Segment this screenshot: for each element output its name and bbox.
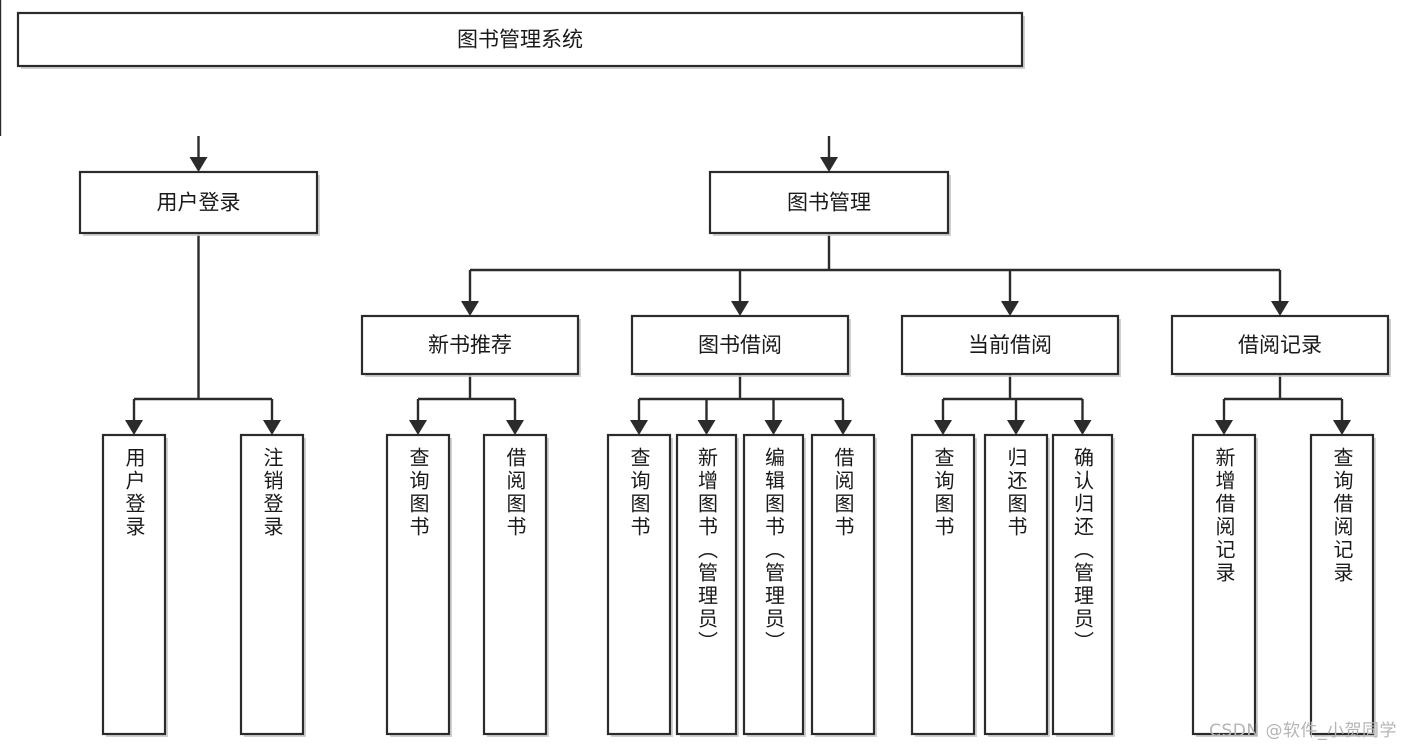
node-box-leaf-logout[interactable] xyxy=(239,433,305,736)
node-box-leaf-edit-book[interactable] xyxy=(742,433,805,736)
book-manage-arrow-2 xyxy=(1001,301,1019,316)
new-book-recommend-arrow-1 xyxy=(506,420,524,435)
current-borrow-arrow-1 xyxy=(1007,420,1025,435)
node-box-leaf-add-book[interactable] xyxy=(675,433,738,736)
node-box-leaf-confirm-return[interactable] xyxy=(1051,433,1114,736)
node-box-borrow-record[interactable] xyxy=(1170,314,1390,376)
user-login-arrow-0 xyxy=(125,420,143,435)
book-manage-arrow-1 xyxy=(731,301,749,316)
current-borrow-arrow-0 xyxy=(934,420,952,435)
node-box-leaf-query-book-3[interactable] xyxy=(910,433,976,736)
node-box-leaf-query-record[interactable] xyxy=(1309,433,1375,736)
book-borrow-arrow-2 xyxy=(764,420,783,435)
node-box-leaf-borrow-book-1[interactable] xyxy=(482,433,548,736)
book-borrow-arrow-1 xyxy=(697,420,716,435)
root-arrow-1 xyxy=(820,157,838,172)
book-manage-arrow-3 xyxy=(1271,301,1289,316)
node-label-new-book-recommend: 新书推荐 xyxy=(428,333,512,357)
node-label-book-manage: 图书管理 xyxy=(787,191,871,215)
node-label-borrow-record: 借阅记录 xyxy=(1238,333,1322,357)
user-login-arrow-1 xyxy=(263,420,281,435)
node-label-book-borrow: 图书借阅 xyxy=(698,333,782,357)
book-manage-arrow-0 xyxy=(461,301,479,316)
node-box-leaf-user-login[interactable] xyxy=(101,433,167,736)
book-borrow-arrow-0 xyxy=(630,420,648,435)
node-box-current-borrow[interactable] xyxy=(900,314,1120,376)
node-box-book-manage[interactable] xyxy=(708,170,950,235)
node-box-leaf-query-book-2[interactable] xyxy=(606,433,672,736)
node-box-user-login[interactable] xyxy=(78,170,319,235)
new-book-recommend-arrow-0 xyxy=(409,420,427,435)
book-borrow-arrow-3 xyxy=(834,420,852,435)
csdn-watermark: CSDN @软件_小贺同学 xyxy=(1209,721,1397,741)
root-arrow-0 xyxy=(189,157,208,172)
node-box-book-borrow[interactable] xyxy=(630,314,850,376)
node-label-user-login: 用户登录 xyxy=(157,191,241,215)
node-label-current-borrow: 当前借阅 xyxy=(968,333,1052,357)
node-box-leaf-borrow-book-2[interactable] xyxy=(810,433,876,736)
borrow-record-arrow-0 xyxy=(1215,420,1233,435)
node-box-leaf-return-book[interactable] xyxy=(983,433,1049,736)
node-label-root: 图书管理系统 xyxy=(457,28,583,52)
current-borrow-arrow-2 xyxy=(1073,420,1092,435)
node-box-root[interactable] xyxy=(16,11,1024,68)
node-box-leaf-add-record[interactable] xyxy=(1191,433,1257,736)
borrow-record-arrow-1 xyxy=(1333,420,1351,435)
node-box-new-book-recommend[interactable] xyxy=(360,314,580,376)
node-box-leaf-query-book-1[interactable] xyxy=(385,433,451,736)
